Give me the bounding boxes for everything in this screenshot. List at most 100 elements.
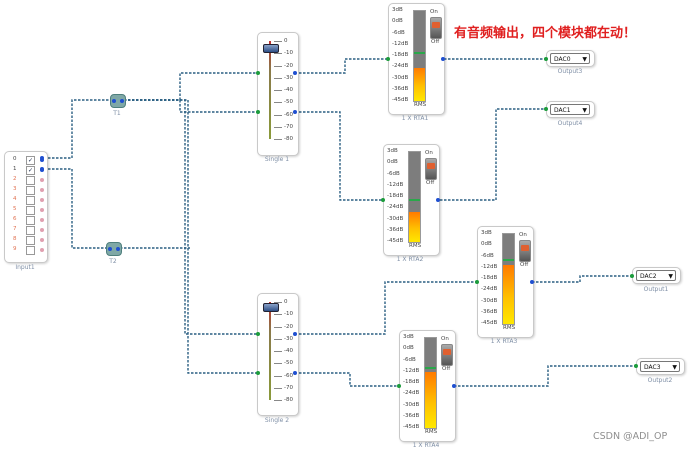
output1-block[interactable]: DAC2▼ (632, 267, 681, 284)
output1-dac-select[interactable]: DAC2▼ (636, 270, 676, 281)
fader-tick (274, 387, 282, 389)
input-channel-checkbox[interactable] (26, 216, 35, 225)
output4-block[interactable]: DAC1▼ (546, 101, 595, 118)
meter-onoff-switch[interactable] (441, 344, 453, 366)
rta1-in-port[interactable] (386, 57, 390, 61)
meter-on-label: On (430, 9, 438, 15)
meter-scale-label: -36dB (392, 85, 409, 92)
meter-onoff-switch[interactable] (425, 158, 437, 180)
fader-scale-label: -30 (284, 74, 293, 81)
rta3-in-port[interactable] (475, 280, 479, 284)
output2-dac-select[interactable]: DAC3▼ (640, 361, 680, 372)
fader-track (269, 41, 271, 139)
input-channel-checkbox[interactable]: ✓ (26, 156, 35, 165)
input-channel-checkbox[interactable] (26, 236, 35, 245)
output3-dac-select[interactable]: DAC0▼ (550, 53, 590, 64)
input-channel-checkbox[interactable] (26, 246, 35, 255)
output4-caption: Output4 (557, 120, 583, 127)
input-channel-checkbox[interactable] (26, 226, 35, 235)
input-channel-port[interactable] (40, 248, 44, 252)
fader-scale-label: -80 (284, 136, 293, 142)
input-channel-port[interactable] (40, 198, 44, 202)
single2-out-port[interactable] (293, 332, 297, 336)
input1-out-port[interactable] (40, 167, 44, 171)
output2-in-port[interactable] (634, 364, 638, 368)
fader-tick (274, 102, 282, 104)
fader-scale-label: -50 (284, 99, 293, 106)
chevron-down-icon: ▼ (672, 364, 677, 371)
meter-peak-marker (409, 198, 420, 201)
meter-scale-label: -6dB (403, 356, 416, 363)
input-channel-checkbox[interactable] (26, 176, 35, 185)
single1-in-port[interactable] (256, 71, 260, 75)
meter-scale-label: -18dB (387, 193, 404, 199)
fader-knob[interactable] (263, 43, 279, 53)
output4-in-port[interactable] (544, 107, 548, 111)
t1-hub-block[interactable] (110, 94, 126, 108)
single1-out-port[interactable] (293, 71, 297, 75)
input-channel-checkbox[interactable] (26, 206, 35, 215)
input-channel-checkbox[interactable] (26, 196, 35, 205)
input-channel-port[interactable] (40, 218, 44, 222)
fader-track (269, 302, 271, 400)
output2-block[interactable]: DAC3▼ (636, 358, 685, 375)
chevron-down-icon: ▼ (582, 107, 587, 114)
fader-knob[interactable] (263, 302, 279, 312)
single2-in-port-2[interactable] (256, 371, 260, 375)
meter-scale-label: -36dB (387, 226, 404, 233)
meter-scale-label: -36dB (481, 308, 498, 315)
input-channel-checkbox[interactable] (26, 186, 35, 195)
meter-peak-marker (503, 259, 514, 261)
input-channel-port[interactable] (40, 178, 44, 182)
meter-scale-label: -6dB (392, 29, 405, 36)
wire-t1-rta2 (124, 99, 260, 113)
rta3-out-port[interactable] (530, 280, 534, 284)
rta1-out-port[interactable] (441, 57, 445, 61)
input-channel-port[interactable] (40, 208, 44, 212)
rta4-out-port[interactable] (452, 384, 456, 388)
meter-scale-label: -12dB (392, 40, 409, 47)
single2-out-port-2[interactable] (293, 371, 297, 375)
rta4-caption: 1 X RTA4 (412, 442, 440, 449)
fader-tick (274, 126, 282, 128)
output4-dac-select[interactable]: DAC1▼ (550, 104, 590, 115)
single2-fader-block[interactable]: 0-10-20-30-40-50-60-70-80 (257, 293, 299, 416)
meter-onoff-switch[interactable] (430, 17, 442, 39)
meter-scale-label: -12dB (481, 263, 498, 270)
rta4-in-port[interactable] (397, 384, 401, 388)
output3-in-port[interactable] (544, 57, 548, 61)
input-channel-port[interactable] (40, 238, 44, 242)
input-channel-checkbox[interactable]: ✓ (26, 166, 35, 175)
output2-caption: Output2 (647, 377, 673, 384)
output1-in-port[interactable] (630, 274, 634, 278)
input-channel-number: 9 (13, 246, 17, 252)
input0-out-port[interactable] (40, 156, 44, 160)
chevron-down-icon: ▼ (668, 273, 673, 280)
single2-in-port[interactable] (256, 332, 260, 336)
meter-onoff-switch[interactable] (519, 240, 531, 262)
meter-scale-label: -36dB (403, 412, 420, 419)
fader-scale-label: -30 (284, 335, 293, 342)
input-channel-port[interactable] (40, 228, 44, 232)
fader-tick (274, 375, 282, 377)
single1-out-port-2[interactable] (293, 110, 297, 114)
t2-hub-block[interactable] (106, 242, 122, 256)
meter-on-label: On (519, 232, 527, 238)
rta2-out-port[interactable] (436, 198, 440, 202)
single1-in-port-2[interactable] (256, 110, 260, 114)
single1-fader-block[interactable]: 0-10-20-30-40-50-60-70-80 (257, 32, 299, 156)
output3-block[interactable]: DAC0▼ (546, 50, 595, 67)
input-channel-port[interactable] (40, 158, 44, 162)
rta2-in-port[interactable] (381, 198, 385, 202)
input-channel-port[interactable] (40, 188, 44, 192)
wire-input0-t1 (40, 99, 110, 159)
meter-scale-label: 0dB (403, 345, 414, 352)
fader-tick (274, 90, 282, 91)
meter-level-fill (409, 212, 420, 242)
fader-tick (274, 114, 282, 116)
